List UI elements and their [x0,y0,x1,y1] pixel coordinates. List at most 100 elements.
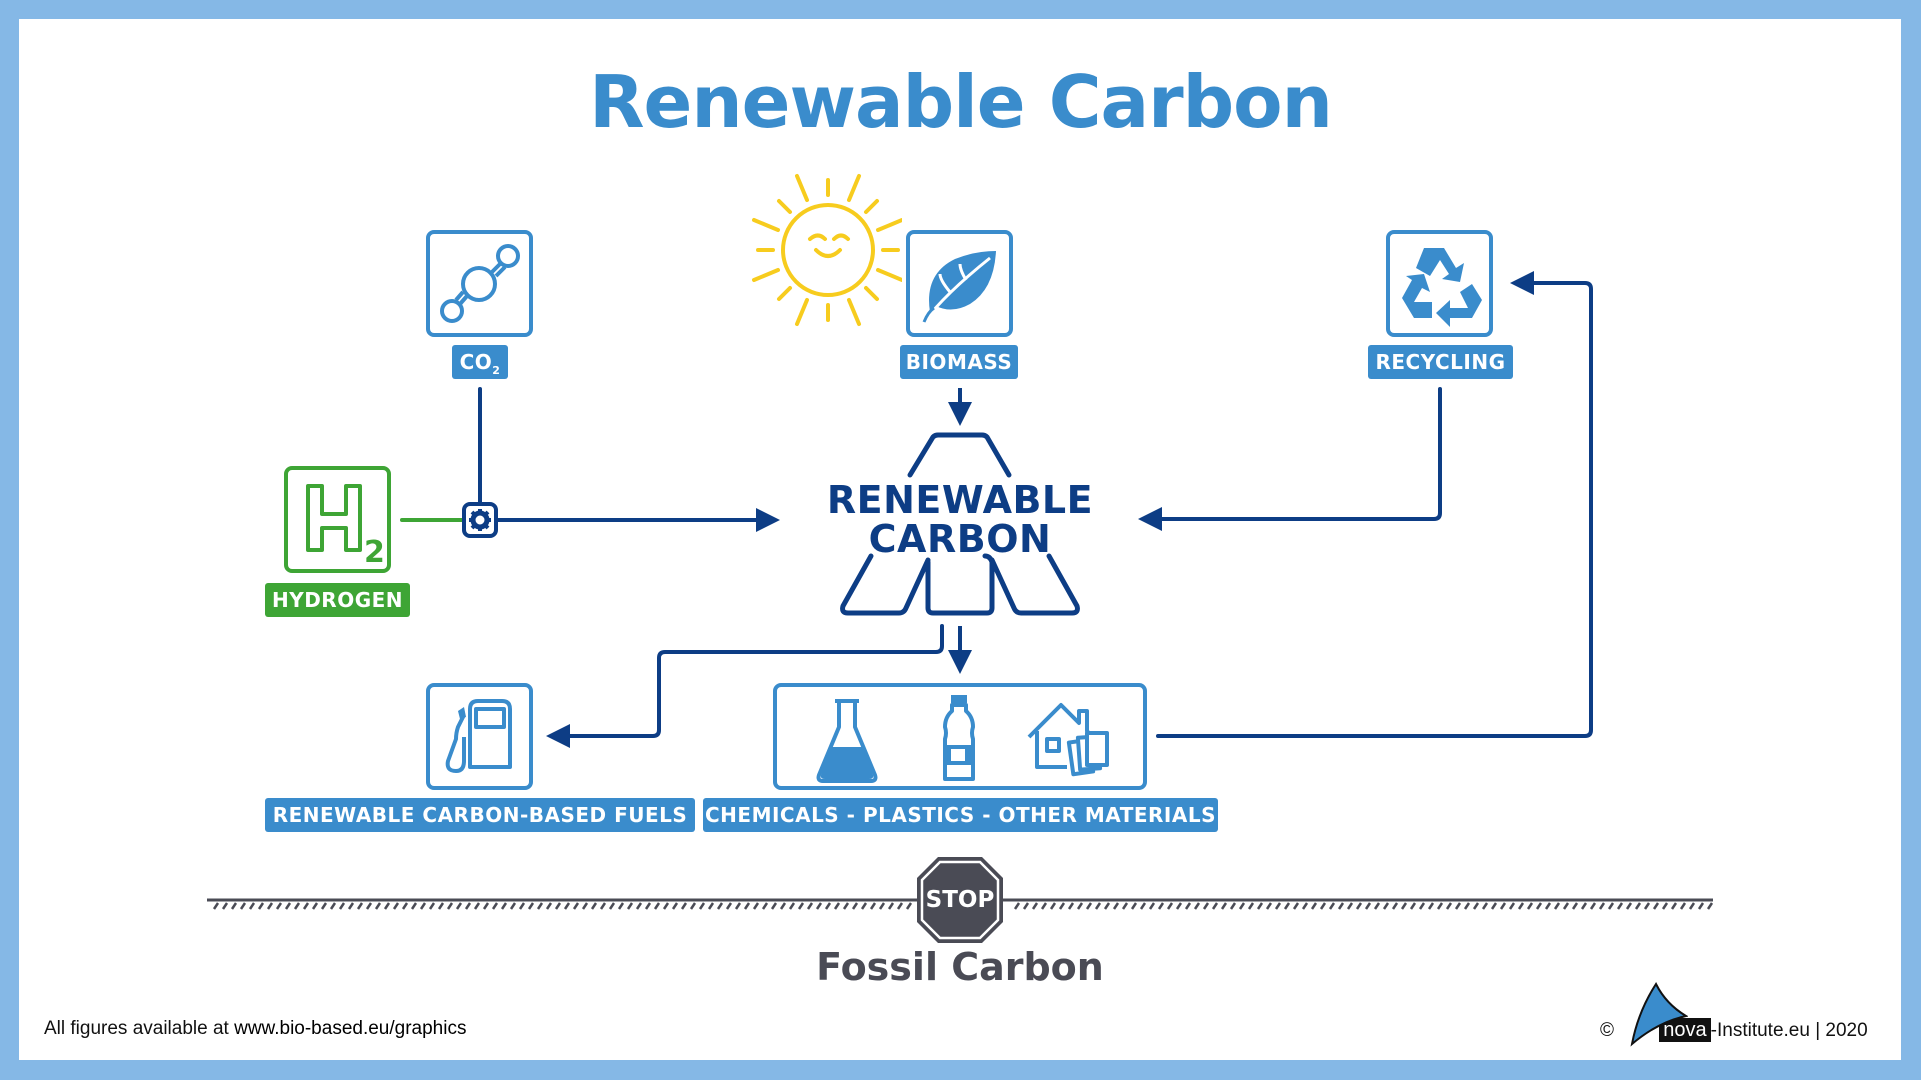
ground-hatch-mark [1013,902,1021,910]
ground-hatch-mark [1553,902,1561,910]
ground-hatch-mark [338,902,346,910]
ground-hatch-mark [572,902,580,910]
ground-hatch-mark [806,902,814,910]
ground-hatch-mark [1256,902,1264,910]
ground-hatch-mark [455,902,463,910]
ground-hatch-mark [410,902,418,910]
ground-hatch-mark [1076,902,1084,910]
ground-hatch-mark [518,902,526,910]
svg-text:2: 2 [364,535,385,569]
recycling-icon-box [1386,230,1493,337]
co2-label: CO2 [452,345,508,379]
ground-hatch-mark [1472,902,1480,910]
renewable-carbon-logo-icon [840,432,1080,616]
ground-hatch-mark [1238,902,1246,910]
house-materials-icon [1027,703,1109,777]
ground-hatch-mark [1679,902,1687,910]
ground-hatch-mark [581,902,589,910]
ground-hatch-mark [1625,902,1633,910]
ground-hatch-mark [1166,902,1174,910]
ground-hatch-mark [644,902,652,910]
ground-hatch-mark [1481,902,1489,910]
fuels-icon-box [426,683,533,790]
ground-hatch-mark [1220,902,1228,910]
ground-hatch-mark [1211,902,1219,910]
ground-hatch-mark [1184,902,1192,910]
ground-hatch-mark [320,902,328,910]
ground-hatch-mark [1544,902,1552,910]
recycle-icon [1402,248,1482,327]
ground-hatch-mark [698,902,706,910]
ground-hatch-mark [1391,902,1399,910]
ground-hatch-mark [1067,902,1075,910]
ground-hatch-mark [671,902,679,910]
ground-hatch-mark [1319,902,1327,910]
gear-icon [462,502,498,538]
ground-hatch-mark [743,902,751,910]
ground-hatch-mark [1157,902,1165,910]
ground-hatch-mark [464,902,472,910]
page-title: Renewable Carbon [589,60,1333,144]
hydrogen-icon-box: 2 [284,466,391,573]
ground-hatch-mark [500,902,508,910]
copyright-symbol: © [1600,1020,1614,1041]
ground-hatch-mark [1490,902,1498,910]
ground-hatch-mark [311,902,319,910]
ground-hatch-mark [1463,902,1471,910]
ground-hatch-mark [869,902,877,910]
ground-hatch-mark [815,902,823,910]
ground-hatch-mark [1562,902,1570,910]
ground-hatch-mark [1139,902,1147,910]
ground-hatch-mark [1661,902,1669,910]
ground-hatch-mark [887,902,895,910]
ground-hatch-mark [248,902,256,910]
biomass-label: BIOMASS [900,345,1018,379]
co2-icon-box [426,230,533,337]
ground-hatch-mark [329,902,337,910]
ground-hatch-mark [1247,902,1255,910]
center-to-fuels-arrow [546,624,944,748]
ground-hatch-mark [1175,902,1183,910]
ground-hatch-mark [545,902,553,910]
ground-hatch-mark [896,902,904,910]
ground-hatch-mark [608,902,616,910]
ground-hatch-mark [1094,902,1102,910]
ground-hatch-mark [302,902,310,910]
stop-sign-text: STOP [925,887,995,913]
ground-hatch-mark [860,902,868,910]
footer-link[interactable]: www.bio-based.eu/graphics [234,1018,467,1039]
ground-hatch-mark [1265,902,1273,910]
ground-hatch-mark [1355,902,1363,910]
ground-hatch-mark [635,902,643,910]
ground-hatch-mark [1670,902,1678,910]
recycling-label: RECYCLING [1368,345,1513,379]
materials-label: CHEMICALS - PLASTICS - OTHER MATERIALS [703,798,1218,832]
ground-hatch-mark [1454,902,1462,910]
ground-hatch-mark [1580,902,1588,910]
ground-hatch-mark [1589,902,1597,910]
ground-hatch-mark [428,902,436,910]
footer-prefix: All figures available at [44,1018,229,1039]
ground-hatch-mark [1526,902,1534,910]
ground-hatch-mark [1571,902,1579,910]
ground-hatch-mark [275,902,283,910]
ground-hatch-mark [1418,902,1426,910]
ground-hatch-mark [1112,902,1120,910]
ground-hatch-mark [1427,902,1435,910]
materials-icon-box [773,683,1147,790]
ground-hatch-mark [1364,902,1372,910]
ground-hatch-mark [1607,902,1615,910]
ground-hatch-mark [374,902,382,910]
ground-hatch-mark [716,902,724,910]
ground-hatch-mark [284,902,292,910]
ground-hatch-mark [239,902,247,910]
ground-hatch-mark [509,902,517,910]
ground-hatch-mark [626,902,634,910]
sun-icon [752,174,902,326]
footer-copyright: © nova-Institute.eu | 2020 [1600,1018,1868,1042]
bottle-icon [943,695,975,781]
ground-hatch-mark [617,902,625,910]
ground-hatch-mark [266,902,274,910]
ground-hatch-mark [1049,902,1057,910]
